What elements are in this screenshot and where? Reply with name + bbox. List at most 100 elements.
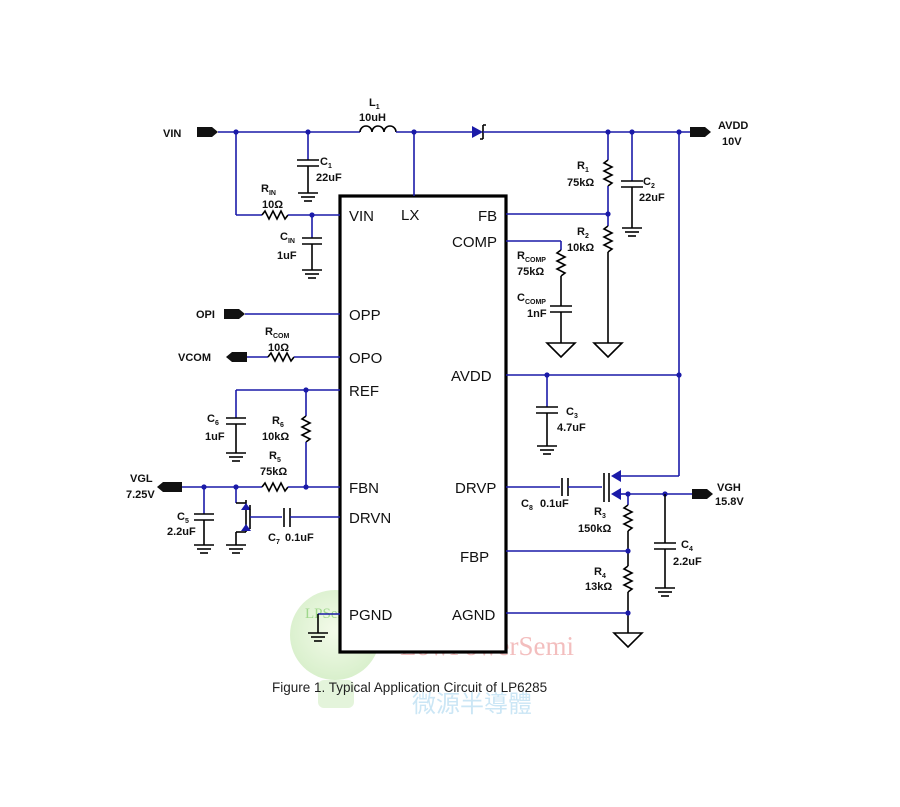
resistor-r1 bbox=[602, 159, 614, 187]
value-cin: 1uF bbox=[277, 250, 297, 262]
value-c5: 2.2uF bbox=[167, 526, 196, 538]
value-rcom: 10Ω bbox=[268, 342, 289, 354]
resistor-r5 bbox=[261, 481, 289, 493]
label-rcomp: RCOMP bbox=[517, 250, 546, 264]
resistor-r4 bbox=[622, 565, 634, 593]
pin-fbn: FBN bbox=[349, 480, 379, 497]
label-cin: CIN bbox=[280, 231, 295, 245]
value-ccomp: 1nF bbox=[527, 308, 547, 320]
pin-comp: COMP bbox=[452, 234, 497, 251]
capacitor-c2 bbox=[621, 180, 643, 188]
value-c7: 0.1uF bbox=[285, 532, 314, 544]
value-c6: 1uF bbox=[205, 431, 225, 443]
ground-drvn bbox=[226, 544, 246, 554]
value-rcomp: 75kΩ bbox=[517, 266, 544, 278]
resistor-rin bbox=[261, 209, 289, 221]
ground-c6 bbox=[226, 452, 246, 462]
label-r5: R5 bbox=[269, 450, 281, 464]
label-c6: C6 bbox=[207, 413, 219, 427]
value-r6: 10kΩ bbox=[262, 431, 289, 443]
vcom-port-label: VCOM bbox=[178, 352, 211, 364]
lp6285-chip bbox=[338, 194, 508, 654]
vgl-port: VGL 7.25V bbox=[126, 473, 182, 501]
ground-r2 bbox=[592, 342, 624, 359]
ground-c1 bbox=[298, 192, 318, 202]
label-r1: R1 bbox=[577, 160, 589, 174]
resistor-rcomp bbox=[555, 249, 567, 277]
capacitor-c6 bbox=[226, 417, 246, 425]
resistor-r3 bbox=[622, 504, 634, 532]
vgh-port-voltage: 15.8V bbox=[715, 496, 744, 508]
label-r3: R3 bbox=[594, 506, 606, 520]
label-ccomp: CCOMP bbox=[517, 292, 546, 306]
pin-drvp: DRVP bbox=[455, 480, 496, 497]
ground-ccomp bbox=[545, 342, 577, 359]
resistor-r2 bbox=[602, 225, 614, 253]
pin-drvn: DRVN bbox=[349, 510, 391, 527]
value-r3: 150kΩ bbox=[578, 523, 611, 535]
label-r4: R4 bbox=[594, 566, 606, 580]
capacitor-cin bbox=[302, 237, 322, 245]
label-c4: C4 bbox=[681, 539, 693, 553]
label-r2: R2 bbox=[577, 226, 589, 240]
label-c1: C1 bbox=[320, 156, 332, 170]
value-c8: 0.1uF bbox=[540, 498, 569, 510]
value-l1: 10uH bbox=[359, 112, 386, 124]
label-c8: C8 bbox=[521, 498, 533, 512]
ground-c4 bbox=[655, 587, 675, 597]
vin-port: VIN bbox=[163, 127, 218, 140]
value-r4: 13kΩ bbox=[585, 581, 612, 593]
ground-c3 bbox=[537, 445, 557, 455]
resistor-r6 bbox=[300, 415, 312, 443]
pin-agnd: AGND bbox=[452, 607, 496, 624]
pin-vin: VIN bbox=[349, 208, 374, 225]
vin-port-label: VIN bbox=[163, 128, 181, 140]
ground-pgnd bbox=[308, 632, 328, 642]
ground-agnd bbox=[612, 632, 644, 649]
pin-fb: FB bbox=[478, 208, 497, 225]
pin-opo: OPO bbox=[349, 350, 382, 367]
resistor-rcom bbox=[267, 351, 295, 363]
avdd-port: AVDD 10V bbox=[690, 120, 748, 148]
value-r1: 75kΩ bbox=[567, 177, 594, 189]
watermark-cn: 微源半導體 bbox=[412, 690, 532, 718]
label-c5: C5 bbox=[177, 511, 189, 525]
opi-port-label: OPI bbox=[196, 309, 215, 321]
label-c7: C7 bbox=[268, 532, 280, 546]
label-l1: L1 bbox=[369, 97, 380, 111]
vgh-port: VGH 15.8V bbox=[692, 482, 744, 508]
value-r2: 10kΩ bbox=[567, 242, 594, 254]
capacitor-ccomp bbox=[550, 305, 572, 313]
capacitor-c7 bbox=[283, 508, 291, 527]
pin-lx: LX bbox=[401, 207, 419, 224]
avdd-port-voltage: 10V bbox=[722, 136, 742, 148]
label-rin: RIN bbox=[261, 183, 276, 197]
capacitor-c5 bbox=[194, 513, 214, 521]
ground-c5 bbox=[194, 544, 214, 554]
label-rcom: RCOM bbox=[265, 326, 289, 340]
drvn-transistor bbox=[235, 487, 282, 545]
vgh-port-label: VGH bbox=[717, 482, 741, 494]
capacitor-c4 bbox=[654, 542, 676, 550]
label-r6: R6 bbox=[272, 415, 284, 429]
value-c3: 4.7uF bbox=[557, 422, 586, 434]
vgl-port-voltage: 7.25V bbox=[126, 489, 155, 501]
pin-pgnd: PGND bbox=[349, 607, 393, 624]
capacitor-c1 bbox=[297, 159, 319, 167]
value-c4: 2.2uF bbox=[673, 556, 702, 568]
value-c1: 22uF bbox=[316, 172, 342, 184]
ground-c2 bbox=[622, 227, 642, 237]
pin-fbp: FBP bbox=[460, 549, 489, 566]
figure-caption: Figure 1. Typical Application Circuit of… bbox=[272, 680, 547, 695]
label-c2: C2 bbox=[643, 176, 655, 190]
pin-ref: REF bbox=[349, 383, 379, 400]
inductor-l1 bbox=[359, 125, 397, 133]
value-c2: 22uF bbox=[639, 192, 665, 204]
ground-cin bbox=[302, 269, 322, 279]
opi-port: OPI bbox=[196, 309, 245, 321]
vgl-port-label: VGL bbox=[130, 473, 153, 485]
capacitor-c8 bbox=[561, 478, 569, 496]
vcom-port: VCOM bbox=[178, 352, 247, 364]
drvp-transistor bbox=[603, 470, 679, 502]
